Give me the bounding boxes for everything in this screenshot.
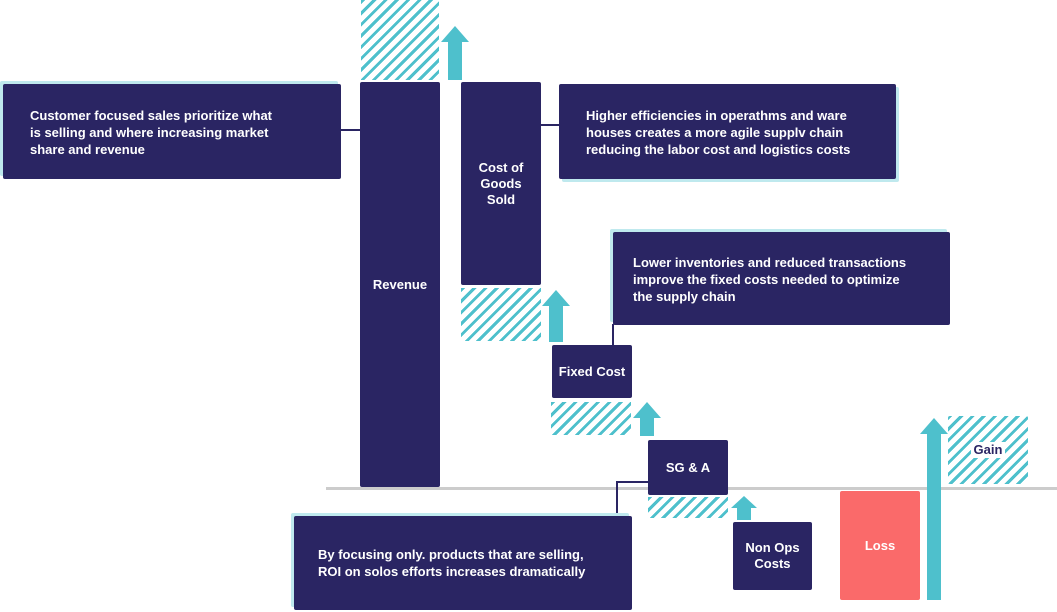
cogs-callout-line: Higher efficiencies in operathms and war… xyxy=(586,108,847,123)
revenue-label: Revenue xyxy=(372,276,428,292)
revenue-callout-line: Customer focused sales prioritize what xyxy=(30,108,273,123)
revenue-up-arrow-icon xyxy=(441,26,469,80)
loss-bar: Loss xyxy=(840,491,920,600)
sga-hatch xyxy=(648,497,728,518)
loss-label: Loss xyxy=(864,537,896,553)
sga-up-arrow-icon xyxy=(731,496,757,520)
cogs-callout: Higher efficiencies in operathms and war… xyxy=(559,84,896,179)
sga-bar: SG & A xyxy=(648,440,728,495)
gain-up-arrow-icon xyxy=(920,418,948,600)
fixed-cost-hatch xyxy=(551,402,631,435)
revenue-bar: Revenue xyxy=(360,82,440,487)
sga-callout-line: ROI on solos efforts increases dramatica… xyxy=(318,564,586,579)
fixed-cost-callout-line: Lower inventories and reduced transactio… xyxy=(633,255,907,270)
fixed-cost-bar: Fixed Cost xyxy=(552,345,632,398)
gain-label: Gain xyxy=(970,442,1006,458)
sga-label: SG & A xyxy=(665,459,711,475)
non-ops-label-line: Non Ops xyxy=(745,540,800,555)
non-ops-label-line: Costs xyxy=(754,556,791,571)
cogs-hatch xyxy=(461,288,541,341)
fixed-cost-connector xyxy=(612,324,614,346)
non-ops-costs-bar: Non Ops Costs xyxy=(733,522,812,590)
cogs-callout-line: houses creates a more agile supplv chain xyxy=(586,125,844,140)
cogs-callout-line: reducing the labor cost and logistics co… xyxy=(586,142,851,157)
sga-connector-horizontal xyxy=(616,481,649,483)
revenue-hatch xyxy=(361,0,439,80)
cogs-bar: Cost of Goods Sold xyxy=(461,82,541,285)
cogs-label-line: Sold xyxy=(486,192,516,207)
revenue-callout-line: is selling and where increasing market xyxy=(30,125,269,140)
fixed-cost-callout: Lower inventories and reduced transactio… xyxy=(613,232,950,325)
sga-callout: By focusing only. products that are sell… xyxy=(294,516,632,610)
fixed-cost-up-arrow-icon xyxy=(633,402,661,436)
revenue-callout: Customer focused sales prioritize what i… xyxy=(3,84,341,179)
cogs-label-line: Goods xyxy=(480,176,522,191)
sga-callout-line: By focusing only. products that are sell… xyxy=(318,547,584,562)
gain-hatch: Gain xyxy=(948,416,1028,484)
fixed-cost-callout-line: the supply chain xyxy=(633,289,736,304)
fixed-cost-callout-line: improve the fixed costs needed to optimi… xyxy=(633,272,900,287)
revenue-connector xyxy=(340,129,360,131)
fixed-cost-label: Fixed Cost xyxy=(558,363,626,379)
cogs-connector xyxy=(541,124,560,126)
revenue-callout-line: share and revenue xyxy=(30,142,145,157)
sga-connector-vertical xyxy=(616,481,618,517)
cogs-label-line: Cost of xyxy=(478,160,524,175)
cogs-up-arrow-icon xyxy=(542,290,570,342)
